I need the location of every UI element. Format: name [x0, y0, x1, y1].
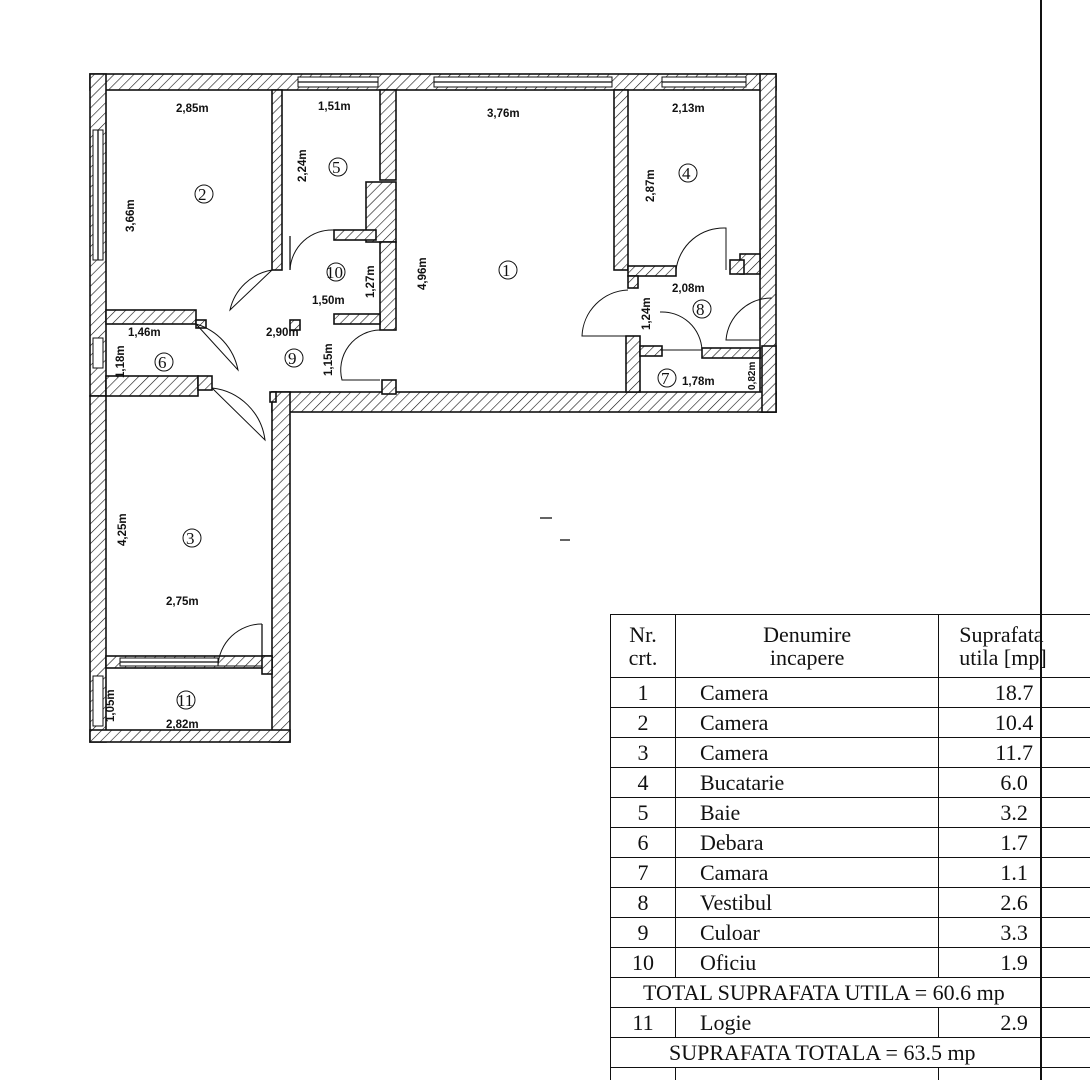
dimension-label: 1,78m	[682, 376, 715, 388]
room-marker: 11	[176, 690, 196, 710]
total-row: SUPRAFATA TOTALA = 63.5 mp	[610, 1037, 1090, 1068]
dimension-label: 2,13m	[672, 103, 705, 115]
room-marker: 10	[326, 262, 346, 282]
dimension-label: 3,66m	[125, 199, 137, 232]
dimension-label: 2,90m	[266, 327, 299, 339]
dimension-label: 3,76m	[487, 108, 520, 120]
dimension-label: 1,27m	[365, 265, 377, 298]
svg-text:5: 5	[332, 158, 341, 177]
header-nr: Nr.crt.	[610, 614, 676, 678]
dimension-label: 1,50m	[312, 295, 345, 307]
room-marker: 7	[657, 368, 677, 388]
svg-text:6: 6	[158, 353, 167, 372]
page-border-line	[1040, 0, 1042, 1080]
dimension-label: 4,25m	[117, 513, 129, 546]
room-marker: 6	[154, 352, 174, 372]
dimension-label: 0,82m	[747, 362, 758, 390]
dimension-label: 1,46m	[128, 327, 161, 339]
svg-text:10: 10	[326, 263, 343, 282]
room-marker: 1	[498, 260, 518, 280]
dimension-label: 1,05m	[105, 689, 117, 722]
dimension-label: 4,96m	[417, 257, 429, 290]
svg-text:11: 11	[177, 691, 193, 710]
doors	[195, 227, 773, 667]
room-marker: 8	[692, 299, 712, 319]
svg-text:2: 2	[198, 185, 207, 204]
interior-walls	[105, 89, 761, 675]
dimension-label: 2,85m	[176, 103, 209, 115]
total-utila-row: TOTAL SUPRAFATA UTILA = 60.6 mp	[610, 977, 1090, 1008]
dimension-label: 1,24m	[641, 297, 653, 330]
dimension-label: 2,82m	[166, 719, 199, 731]
svg-text:7: 7	[661, 369, 670, 388]
dimension-label: 2,24m	[297, 149, 309, 182]
room-marker: 5	[328, 157, 348, 177]
dimension-label: 1,18m	[115, 345, 127, 378]
dimension-label: 2,75m	[166, 596, 199, 608]
svg-text:8: 8	[696, 300, 705, 319]
room-marker: 2	[194, 184, 214, 204]
room-marker: 4	[678, 163, 698, 183]
svg-text:4: 4	[682, 164, 691, 183]
dimension-label: 1,51m	[318, 101, 351, 113]
svg-text:3: 3	[186, 529, 195, 548]
floor-plan: 2,85m 3,66m 1,51m 2,24m 3,76m 4,96m 2,13…	[89, 73, 777, 743]
dimension-labels: 2,85m 3,66m 1,51m 2,24m 3,76m 4,96m 2,13…	[105, 101, 758, 731]
table-footer-row	[610, 1067, 1090, 1080]
room-marker: 9	[284, 348, 304, 368]
room-markers: 1 2 3 4 5 6 7 8 9 10 11	[154, 157, 712, 710]
room-marker: 3	[182, 528, 202, 548]
dimension-label: 1,15m	[323, 343, 335, 376]
svg-text:1: 1	[502, 261, 511, 280]
dimension-label: 2,08m	[672, 283, 705, 295]
svg-text:9: 9	[288, 349, 297, 368]
windows	[92, 76, 747, 727]
dimension-label: 2,87m	[645, 169, 657, 202]
